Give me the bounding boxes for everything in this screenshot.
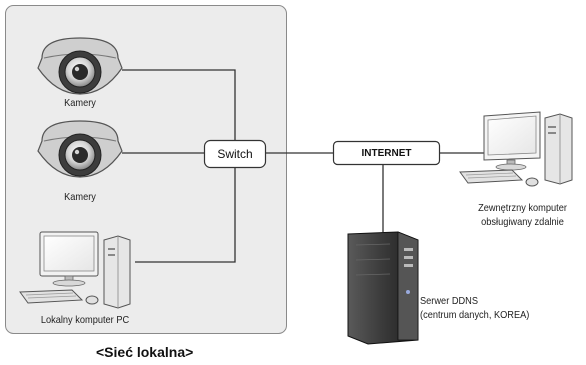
camera-2-icon: [37, 120, 123, 178]
ddns-server-icon: [347, 231, 419, 345]
camera-1-icon: [37, 37, 123, 95]
switch-label: Switch: [217, 147, 253, 161]
camera-2-label: Kamery: [64, 191, 96, 203]
ddns-server-label-line2: (centrum danych, KOREA): [420, 309, 530, 321]
camera-1-label: Kamery: [64, 97, 96, 109]
ddns-server-label-line1: Serwer DDNS: [420, 295, 479, 307]
lan-caption: <Sieć lokalna>: [96, 344, 194, 360]
remote-pc-label-line2: obsługiwany zdalnie: [481, 216, 564, 228]
connection-lines: [122, 69, 520, 263]
internet-box: [332, 140, 441, 166]
internet-label: INTERNET: [361, 147, 412, 159]
local-pc-icon: [19, 231, 131, 309]
remote-pc-label-line1: Zewnętrzny komputer: [478, 202, 567, 214]
switch-box: [203, 139, 267, 169]
local-pc-label: Lokalny komputer PC: [40, 314, 130, 326]
remote-pc-icon: [459, 111, 573, 187]
